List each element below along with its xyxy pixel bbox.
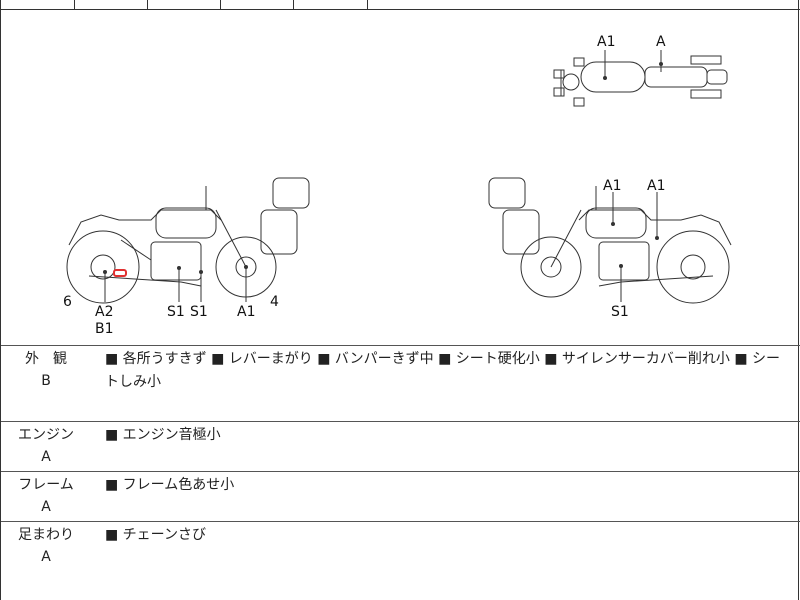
row-label: 外 観 B <box>1 346 91 392</box>
pointer-dot <box>619 264 623 268</box>
strip-divider <box>220 0 221 9</box>
row-exterior: 外 観 B ■ 各所うすきず ■ レバーまがり ■ バンパーきず中 ■ シート硬… <box>1 345 800 421</box>
damage-mark <box>113 269 127 277</box>
category-grade: B <box>41 373 51 389</box>
strip-divider <box>367 0 368 9</box>
strip-divider <box>74 0 75 9</box>
right-front-hub <box>540 256 562 278</box>
top-table-strip <box>1 0 800 10</box>
right-tank <box>585 207 647 239</box>
label-top-a: A <box>656 34 666 50</box>
strip-divider <box>147 0 148 9</box>
row-label: フレーム A <box>1 472 91 518</box>
label-top-a1: A1 <box>597 34 615 50</box>
label-left-num4: 4 <box>270 294 279 310</box>
category-name: 外 観 <box>25 351 67 367</box>
right-side-bike <box>488 177 732 304</box>
label-right-a1a: A1 <box>603 178 621 194</box>
right-front-fork <box>550 209 582 268</box>
condition-notes: ■ チェーンさび <box>105 527 206 543</box>
label-left-a1: A1 <box>237 304 255 320</box>
right-fairing-box <box>502 209 540 255</box>
row-suspension: 足まわり A ■ チェーンさび <box>1 521 800 600</box>
category-name: 足まわり <box>18 527 74 543</box>
right-seat-line <box>578 209 732 246</box>
top-grip <box>573 97 585 107</box>
category-grade: A <box>41 549 51 565</box>
top-muffler <box>690 55 722 65</box>
diagram-svg: A1 A 6 A2 B1 S1 S1 A1 4 A1 A1 S1 <box>63 34 732 337</box>
left-exhaust <box>88 275 202 287</box>
label-left-b1: B1 <box>95 321 114 337</box>
category-name: エンジン <box>18 427 74 443</box>
right-front-wheel <box>520 236 582 298</box>
pointer-dot <box>177 266 181 270</box>
label-right-a1b: A1 <box>647 178 665 194</box>
top-view-bike <box>553 50 728 107</box>
row-frame: フレーム A ■ フレーム色あせ小 <box>1 471 800 521</box>
top-tail <box>706 69 728 85</box>
top-seat <box>644 66 708 88</box>
top-muffler <box>690 89 722 99</box>
pointer-dot <box>655 236 659 240</box>
left-tank <box>155 207 217 239</box>
category-grade: A <box>41 499 51 515</box>
top-grip <box>573 57 585 67</box>
left-windscreen <box>272 177 310 209</box>
top-mirror <box>553 87 565 97</box>
row-label: 足まわり A <box>1 522 91 568</box>
left-rear-wheel <box>66 230 140 304</box>
right-rear-hub <box>680 254 706 280</box>
motorcycle-damage-diagram: A1 A 6 A2 B1 S1 S1 A1 4 A1 A1 S1 <box>1 10 800 345</box>
top-headlight <box>562 73 580 91</box>
top-tank <box>580 61 646 93</box>
row-engine: エンジン A ■ エンジン音極小 <box>1 421 800 471</box>
category-grade: A <box>41 449 51 465</box>
pointer-dot <box>103 270 107 274</box>
label-left-s1b: S1 <box>190 304 208 320</box>
left-fairing-box <box>260 209 298 255</box>
pointer-dot <box>199 270 203 274</box>
category-name: フレーム <box>18 477 74 493</box>
left-side-bike <box>66 177 310 304</box>
label-left-a2: A2 <box>95 304 113 320</box>
top-mirror <box>553 69 565 79</box>
right-engine <box>598 241 650 281</box>
left-engine <box>150 241 202 281</box>
left-front-fork <box>215 209 247 268</box>
label-left-s1a: S1 <box>167 304 185 320</box>
label-left-num6: 6 <box>63 294 72 310</box>
label-right-s1: S1 <box>611 304 629 320</box>
right-rear-wheel <box>656 230 730 304</box>
pointer-dot <box>244 265 248 269</box>
right-exhaust <box>598 275 714 287</box>
left-seat-line <box>68 209 222 246</box>
pointer-dot <box>603 76 607 80</box>
right-windscreen <box>488 177 526 209</box>
condition-notes: ■ フレーム色あせ小 <box>105 477 235 493</box>
condition-notes: ■ 各所うすきず ■ レバーまがり ■ バンパーきず中 ■ シート硬化小 ■ サ… <box>105 351 781 390</box>
left-rear-hub <box>90 254 116 280</box>
condition-notes: ■ エンジン音極小 <box>105 427 221 443</box>
strip-divider <box>293 0 294 9</box>
left-swingarm <box>120 239 152 261</box>
pointer-dot <box>659 62 663 66</box>
row-label: エンジン A <box>1 422 91 468</box>
pointer-dot <box>611 222 615 226</box>
